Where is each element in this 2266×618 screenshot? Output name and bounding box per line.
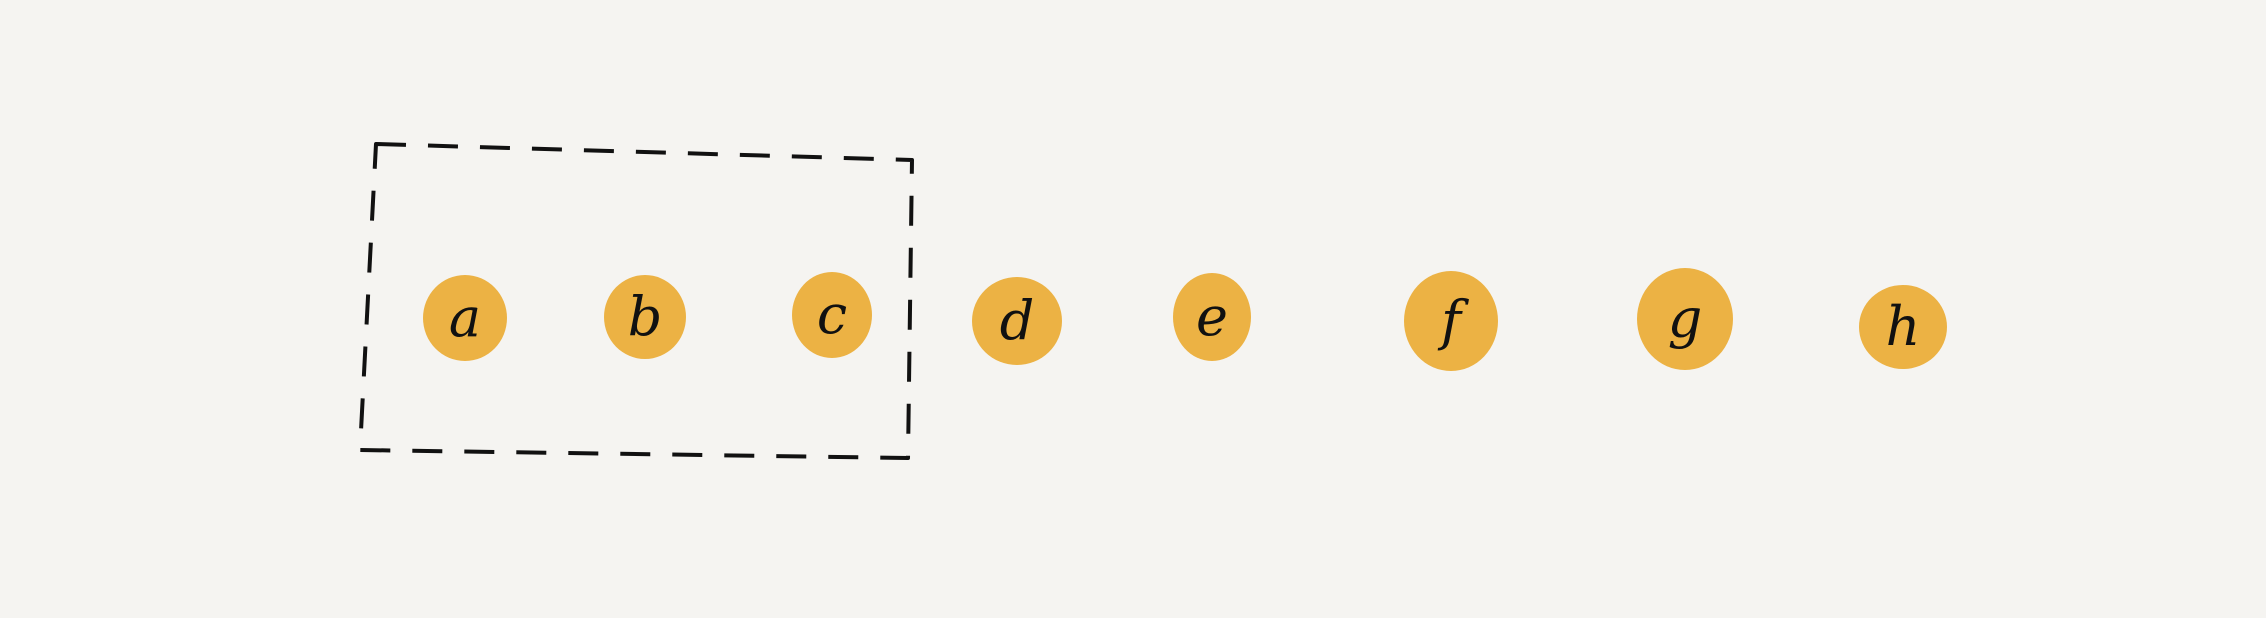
- dashed-window-box: [358, 142, 914, 460]
- node-label: b: [628, 285, 663, 348]
- node-a: a: [423, 275, 507, 361]
- node-circle: [604, 275, 686, 359]
- node-label: e: [1196, 285, 1228, 348]
- node-circle: [972, 277, 1062, 365]
- node-f: f: [1404, 271, 1498, 371]
- node-g: g: [1637, 268, 1733, 370]
- node-circle: [1859, 285, 1947, 369]
- node-circle: [1404, 271, 1498, 371]
- node-d: d: [972, 277, 1062, 365]
- node-h: h: [1859, 285, 1947, 369]
- node-label: g: [1668, 287, 1703, 350]
- node-circle: [792, 272, 872, 358]
- node-label: c: [817, 283, 847, 346]
- node-e: e: [1173, 273, 1251, 361]
- node-label: d: [1000, 289, 1035, 352]
- node-circle: [1173, 273, 1251, 361]
- node-circle: [1637, 268, 1733, 370]
- node-label: h: [1886, 295, 1921, 358]
- node-b: b: [604, 275, 686, 359]
- nodes-layer: a b c d e f g h: [423, 268, 1947, 371]
- node-label: a: [449, 286, 481, 349]
- node-circle: [423, 275, 507, 361]
- node-c: c: [792, 272, 872, 358]
